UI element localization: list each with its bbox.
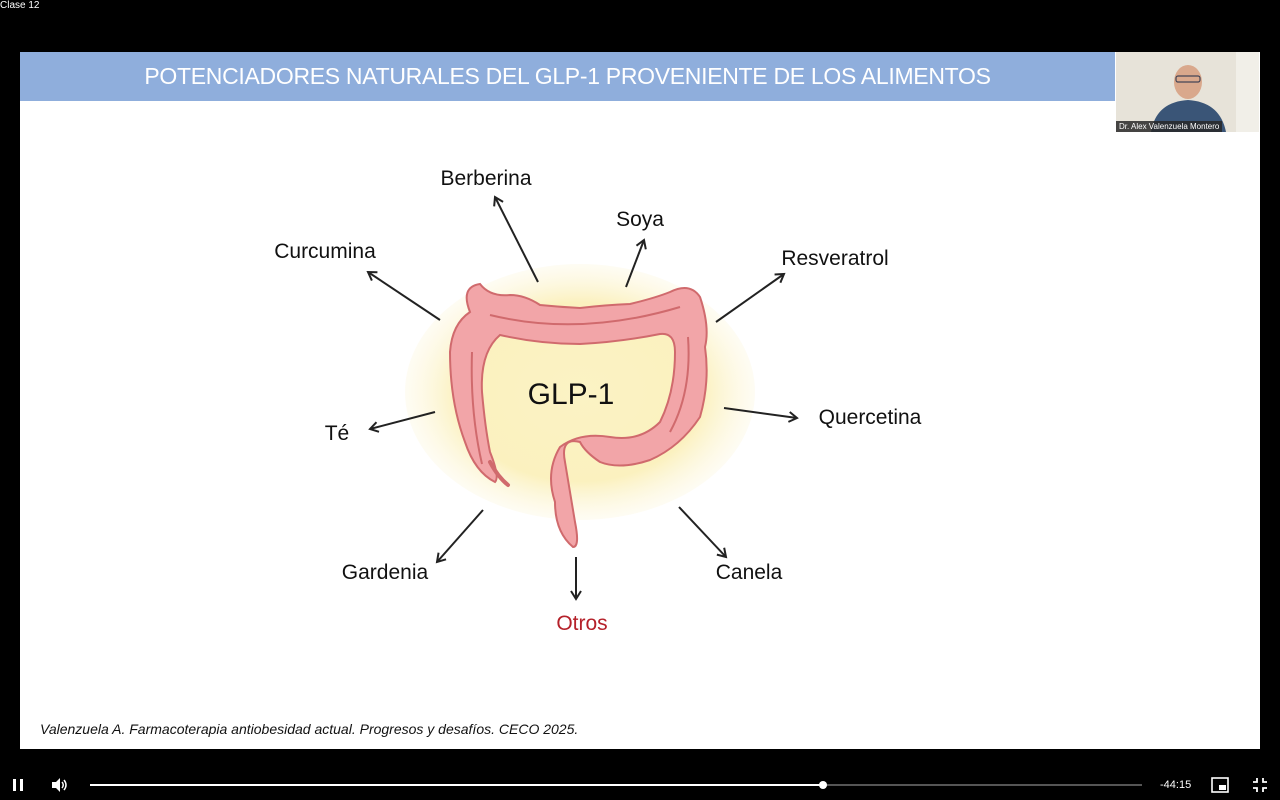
webcam-overlay[interactable]: Dr. Alex Valenzuela Montero [1116, 52, 1259, 132]
picture-in-picture-button[interactable] [1211, 777, 1229, 798]
label-gardenia: Gardenia [342, 561, 429, 584]
arrow-soya [625, 238, 647, 288]
label-curcumina: Curcumina [274, 240, 376, 263]
pause-icon [13, 779, 23, 791]
pause-button[interactable] [10, 778, 26, 797]
glp1-diagram: GLP-1 Berberina Soya Curcumina Resveratr… [274, 167, 922, 635]
arrow-te [368, 411, 436, 433]
arrows [366, 195, 799, 601]
label-canela: Canela [716, 561, 783, 584]
exit-fullscreen-icon [1253, 778, 1267, 792]
label-quercetina: Quercetina [819, 406, 922, 429]
video-title: Clase 12 [0, 0, 40, 11]
progress-bar[interactable] [90, 781, 1142, 789]
arrow-resveratrol [715, 272, 786, 323]
volume-icon [52, 778, 67, 792]
arrow-gardenia [435, 509, 484, 564]
label-soya: Soya [616, 208, 664, 231]
arrow-curcumina [366, 270, 441, 321]
progress-fill [90, 784, 824, 786]
intestine-illustration [448, 282, 708, 549]
exit-fullscreen-button[interactable] [1252, 777, 1268, 798]
arrow-berberina [493, 195, 539, 283]
time-remaining: -44:15 [1160, 779, 1192, 791]
arrow-canela [678, 506, 728, 559]
label-otros: Otros [556, 612, 607, 635]
progress-thumb[interactable] [819, 781, 828, 789]
volume-button[interactable] [51, 777, 69, 798]
picture-in-picture-icon [1211, 777, 1229, 793]
slide-citation: Valenzuela A. Farmacoterapia antiobesida… [40, 721, 579, 737]
webcam-name-label: Dr. Alex Valenzuela Montero [1116, 121, 1223, 132]
video-controls-bar: -44:15 [0, 770, 1280, 800]
label-te: Té [325, 422, 350, 445]
label-berberina: Berberina [440, 167, 531, 190]
slide-title: POTENCIADORES NATURALES DEL GLP-1 PROVEN… [144, 63, 991, 89]
slide-header: POTENCIADORES NATURALES DEL GLP-1 PROVEN… [20, 52, 1115, 101]
speaker-video-icon [1116, 52, 1259, 132]
arrow-quercetina [723, 407, 799, 423]
label-resveratrol: Resveratrol [781, 247, 888, 270]
center-label-glp1: GLP-1 [528, 378, 615, 411]
presentation-slide: POTENCIADORES NATURALES DEL GLP-1 PROVEN… [20, 52, 1260, 749]
